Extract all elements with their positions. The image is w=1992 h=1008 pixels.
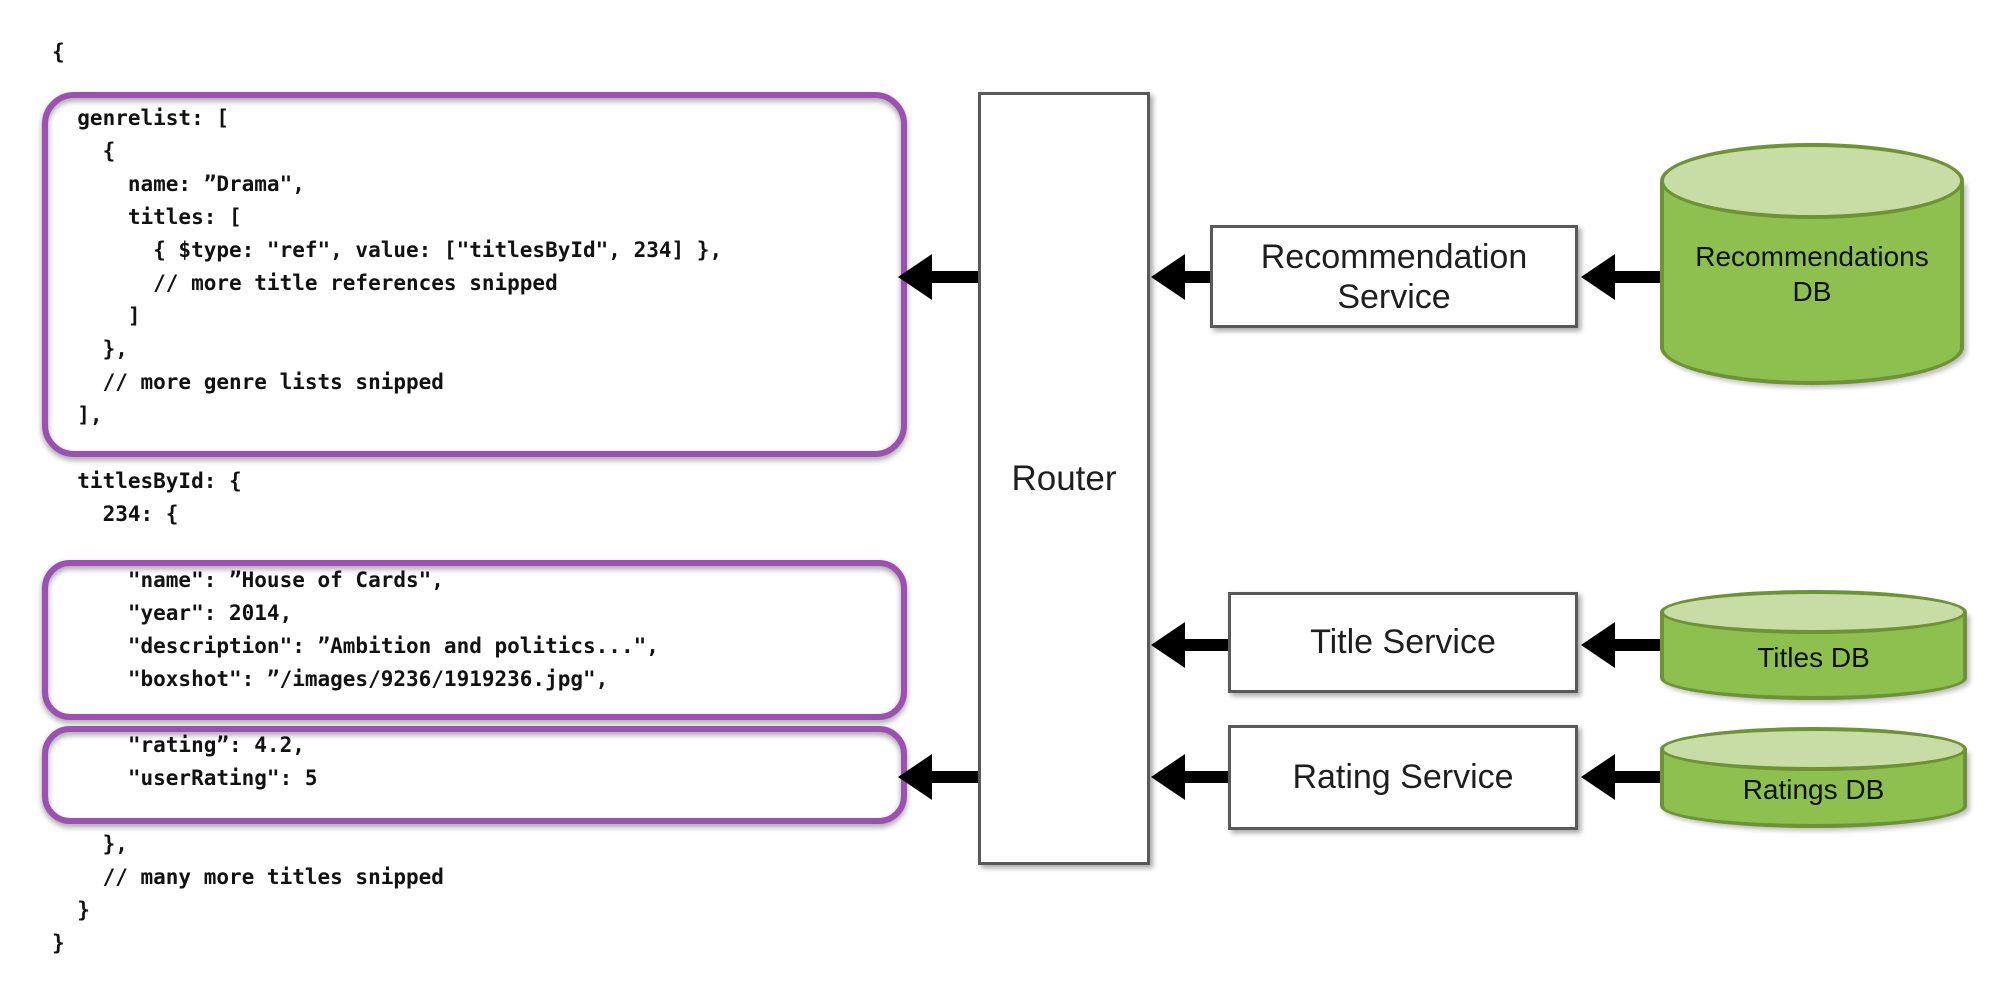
cylinder-top: [1660, 590, 1967, 634]
recommendation-service-label-line2: Service: [1337, 277, 1451, 316]
rating-service-label: Rating Service: [1292, 758, 1514, 796]
ratings-db-cylinder: Ratings DB: [1660, 727, 1967, 828]
title-service-label: Title Service: [1310, 623, 1496, 661]
arrow-ratings-db-to-service: [1614, 771, 1662, 783]
arrow-title-service-to-router: [1184, 639, 1230, 651]
arrow-rating-service-to-router: [1184, 771, 1230, 783]
recommendations-db-cylinder: Recommendations DB: [1660, 143, 1964, 385]
json-code: { genrelist: [ { name: ”Drama", titles: …: [52, 40, 723, 955]
arrow-titles-db-to-service: [1614, 639, 1662, 651]
title-service-box: Title Service: [1228, 592, 1578, 693]
titles-db-cylinder: Titles DB: [1660, 590, 1967, 700]
router-box: Router: [978, 92, 1150, 865]
arrow-recommendation-service-to-router: [1184, 271, 1212, 283]
router-label: Router: [1011, 458, 1117, 498]
cylinder-top: [1660, 143, 1964, 219]
recommendation-service-label-line1: Recommendation: [1260, 237, 1528, 276]
recommendations-db-label: Recommendations DB: [1695, 241, 1929, 307]
title-fields-highlight-box: [42, 560, 907, 720]
rating-service-box: Rating Service: [1228, 725, 1578, 830]
arrow-recommendations-db-to-service: [1614, 271, 1662, 283]
arrow-router-to-genrelist-box: [931, 271, 980, 283]
arrow-router-to-rating-box: [931, 771, 980, 783]
titles-db-label: Titles DB: [1757, 641, 1870, 673]
cylinder-top: [1660, 727, 1967, 771]
recommendation-service-box: Recommendation Service: [1210, 225, 1578, 328]
ratings-db-label: Ratings DB: [1742, 774, 1885, 805]
